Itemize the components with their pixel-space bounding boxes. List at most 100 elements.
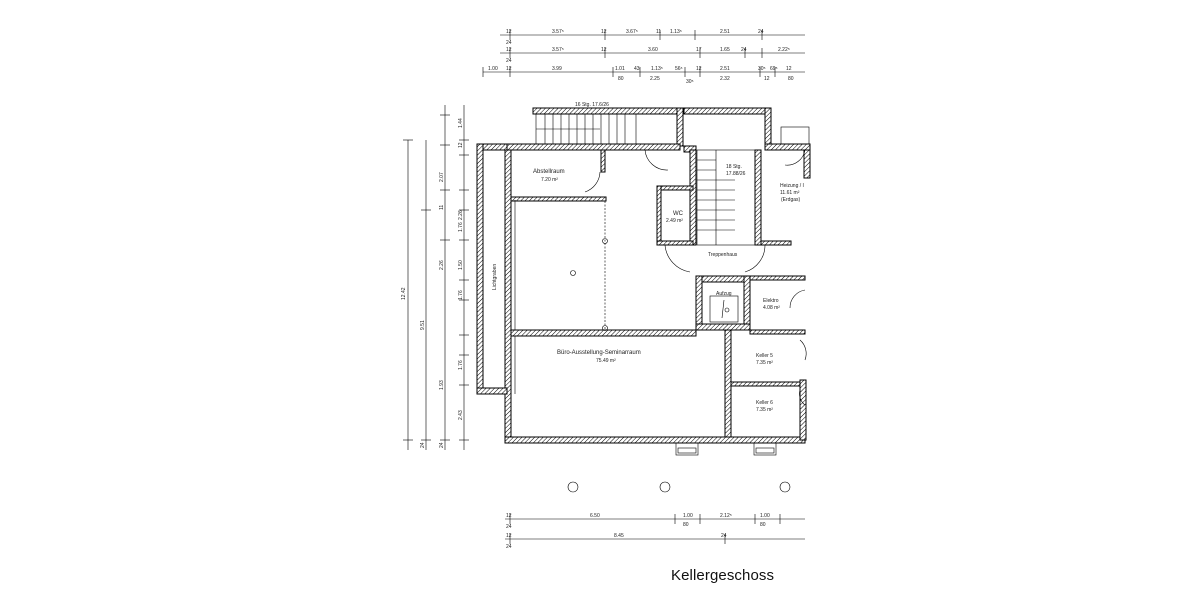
dim-text: 30⁵	[758, 66, 766, 72]
dim-text: 3.60	[648, 47, 658, 53]
dim-text: 1.00	[760, 513, 770, 519]
dim-text: 12	[696, 66, 702, 72]
dim-text: 1.01	[615, 66, 625, 72]
room-area-heizung: 11.61 m²	[780, 190, 800, 196]
dim-text: 24	[506, 524, 512, 530]
beam-lines	[515, 200, 725, 331]
elevator-symbol	[709, 295, 739, 323]
dim-text: 2.32	[720, 76, 730, 82]
dim-text: 1.00	[488, 66, 498, 72]
dim-text: 1.13⁵	[670, 29, 682, 35]
dim-text: 80	[618, 76, 624, 82]
room-labels: Abstellraum 7.20 m² 16 Stg. 17.6/26 18 S…	[492, 102, 804, 413]
dim-text: 80	[788, 76, 794, 82]
dim-text: 12	[506, 47, 512, 53]
dim-text: 1.44	[458, 118, 464, 128]
dim-text: 1.50	[458, 260, 464, 270]
dim-text: 56⁵	[675, 66, 683, 72]
dim-text: 11	[656, 29, 661, 35]
dim-text: 1.76	[458, 222, 464, 232]
dim-text: 24	[506, 40, 512, 46]
dim-text: 1.00	[683, 513, 693, 519]
bottom-dimension-chains: 12 24 6.50 1.00 80 2.12⁵ 1.00 80 12 24 8…	[505, 513, 805, 550]
room-area-keller5: 7.35 m²	[756, 360, 773, 366]
exterior-boxes	[675, 126, 810, 456]
dim-text: 17	[696, 47, 702, 53]
dim-text-overall: 12.42	[401, 287, 407, 300]
dim-text: 9.51	[420, 320, 426, 330]
dim-text: 2.26	[439, 260, 445, 270]
dim-text: 8.45	[614, 533, 624, 539]
dim-text: 69⁵	[770, 66, 778, 72]
room-name-lichtgraben: Lichtgraben	[492, 264, 498, 290]
door-swings	[584, 149, 807, 406]
room-name-keller5: Keller 5	[756, 353, 773, 359]
dim-text: 12	[458, 142, 464, 148]
room-name-heizung: Heizung / I	[780, 183, 804, 189]
room-name-treppenhaus: Treppenhaus	[708, 252, 738, 258]
room-name-keller6: Keller 6	[756, 400, 773, 406]
dim-text: 1.93	[439, 380, 445, 390]
dim-text: 3.67⁵	[626, 29, 638, 35]
room-name-elektro: Elektro	[763, 298, 779, 304]
dim-text: 80	[760, 522, 766, 528]
dim-text: 12	[506, 66, 512, 72]
dim-text: 3.57⁵	[552, 47, 564, 53]
dim-text: 2.12⁵	[720, 513, 732, 519]
room-area-elektro: 4.08 m²	[763, 305, 780, 311]
dim-text: 12	[506, 513, 512, 519]
dim-text: 12	[506, 533, 512, 539]
upper-stairs	[535, 113, 637, 145]
dim-text: 1.76	[458, 360, 464, 370]
dim-text: 43	[634, 66, 640, 72]
stair-note-upper: 16 Stg. 17.6/26	[575, 102, 609, 108]
room-name-aufzug: Aufzug	[716, 291, 732, 297]
left-dimension-chains: 12.42 9.51 1.44 2.07 2.26 1.76 2.26 1.50…	[401, 105, 469, 450]
dim-text: 12	[506, 29, 512, 35]
room-area-wc: 2.49 m²	[666, 218, 683, 224]
dim-text: 3.99	[552, 66, 562, 72]
dim-text: 2.26	[458, 210, 464, 220]
dim-text: 30⁵	[686, 79, 694, 85]
walls	[476, 107, 811, 444]
room-area-buero: 75.49 m²	[596, 358, 616, 364]
room-name-wc: WC	[673, 211, 684, 217]
dim-text: 24	[439, 442, 445, 448]
top-dimension-chains: 12 24 3.57⁵ 12 3.67⁵ 11 1.13⁵ 2.51 24 12…	[482, 29, 805, 85]
dim-text: 1.76	[458, 290, 464, 300]
dim-text: 80	[683, 522, 689, 528]
dim-text: 12	[601, 29, 607, 35]
dim-text: 12	[764, 76, 770, 82]
inner-stairs	[696, 149, 756, 246]
dim-text: 2.51	[720, 29, 730, 35]
dim-text: 1.65	[720, 47, 730, 53]
room-note-heizung: (Erdgas)	[781, 197, 801, 203]
dim-text: 12	[786, 66, 792, 72]
dim-text: 1.13⁵	[651, 66, 663, 72]
stair-note-inner-1: 18 Stg.	[726, 164, 742, 170]
dim-text: 2.22⁵	[778, 47, 790, 53]
dim-text: 24	[506, 544, 512, 550]
dim-text: 24	[420, 442, 426, 448]
dim-text: 12	[601, 47, 607, 53]
dim-text: 24	[506, 58, 512, 64]
room-area-abstellraum: 7.20 m²	[541, 177, 558, 183]
room-area-keller6: 7.35 m²	[756, 407, 773, 413]
dim-text: 2.07	[439, 172, 445, 182]
window-strips	[510, 200, 516, 394]
drawing-caption: Kellergeschoss	[671, 567, 775, 584]
dim-text: 6.50	[590, 513, 600, 519]
dim-text: 3.57⁵	[552, 29, 564, 35]
room-name-buero: Büro-Ausstellung-Seminarraum	[557, 350, 641, 356]
dim-text: 24	[758, 29, 764, 35]
dim-text: 24	[741, 47, 747, 53]
dim-text: 2.25	[650, 76, 660, 82]
dim-text: 2.43	[458, 410, 464, 420]
dim-text: 24	[721, 533, 727, 539]
stair-note-inner-2: 17.88/26	[726, 171, 746, 177]
exterior-posts	[567, 481, 791, 493]
dim-text: 11	[439, 205, 445, 210]
room-name-abstellraum: Abstellraum	[533, 169, 565, 175]
dim-text: 2.51	[720, 66, 730, 72]
